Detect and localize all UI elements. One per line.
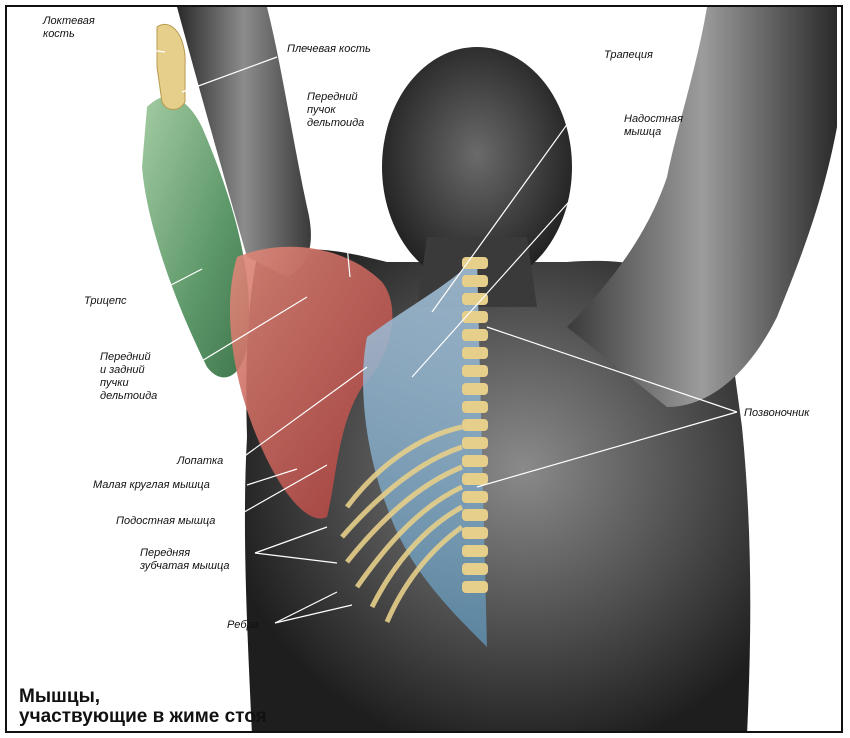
diagram-title: Мышцы, участвующие в жиме стоя (19, 687, 267, 727)
label-ulna: Локтевая кость (43, 15, 95, 41)
title-line-1: Мышцы, (19, 686, 100, 707)
label-humerus: Плечевая кость (287, 43, 371, 56)
label-scapula: Лопатка (177, 455, 223, 468)
label-triceps: Трицепс (84, 295, 127, 308)
label-teres-minor: Малая круглая мышца (93, 479, 210, 492)
label-anterior-deltoid: Передний пучок дельтоида (307, 91, 364, 130)
label-serratus-anterior: Передняя зубчатая мышца (140, 547, 230, 573)
label-spine: Позвоночник (744, 407, 809, 420)
right-arm (567, 7, 837, 407)
humerus-bone (157, 24, 185, 109)
label-trapezius: Трапеция (604, 49, 653, 62)
label-front-rear-deltoid: Передний и задний пучки дельтоида (100, 351, 157, 403)
label-supraspinatus: Надостная мышца (624, 113, 683, 139)
title-line-2: участвующие в жиме стоя (19, 706, 267, 727)
label-infraspinatus: Подостная мышца (116, 515, 215, 528)
diagram-frame: Локтевая кость Плечевая кость Передний п… (5, 5, 843, 733)
label-ribs: Ребра (227, 619, 259, 632)
